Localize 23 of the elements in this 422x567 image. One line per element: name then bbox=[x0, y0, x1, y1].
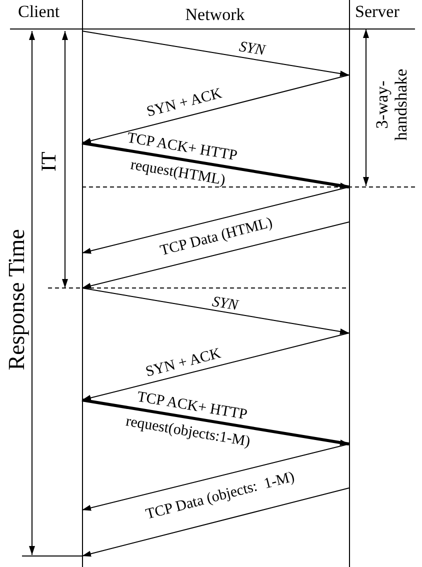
message-arrow bbox=[82, 30, 350, 76]
edge-label: SYN bbox=[238, 39, 266, 61]
edge-label: SYN + ACK bbox=[144, 86, 224, 122]
edge-label: TCP Data (objects: 1-M) bbox=[144, 470, 296, 524]
message-arrow bbox=[82, 444, 350, 511]
column-header: Client bbox=[18, 2, 60, 22]
message-arrow bbox=[82, 398, 350, 446]
edge-label: SYN + ACK bbox=[144, 346, 222, 382]
edge-label: SYN bbox=[210, 294, 240, 316]
message-arrow bbox=[82, 186, 350, 254]
message-arrow bbox=[82, 332, 350, 401]
axis-label: IT bbox=[37, 152, 61, 172]
message-arrow bbox=[82, 288, 350, 334]
message-arrow bbox=[82, 142, 350, 188]
message-arrow bbox=[82, 488, 350, 557]
edge-label: TCP ACK+ HTTP request(HTML) bbox=[125, 128, 240, 191]
edge-label: TCP Data (HTML) bbox=[159, 215, 275, 261]
axis-label: Response Time bbox=[4, 229, 30, 371]
column-header: Server bbox=[355, 2, 400, 22]
message-arrow bbox=[82, 74, 350, 144]
axis-label: 3-way- handshake bbox=[373, 68, 411, 143]
column-header: Network bbox=[185, 6, 245, 24]
message-arrow bbox=[82, 222, 350, 289]
